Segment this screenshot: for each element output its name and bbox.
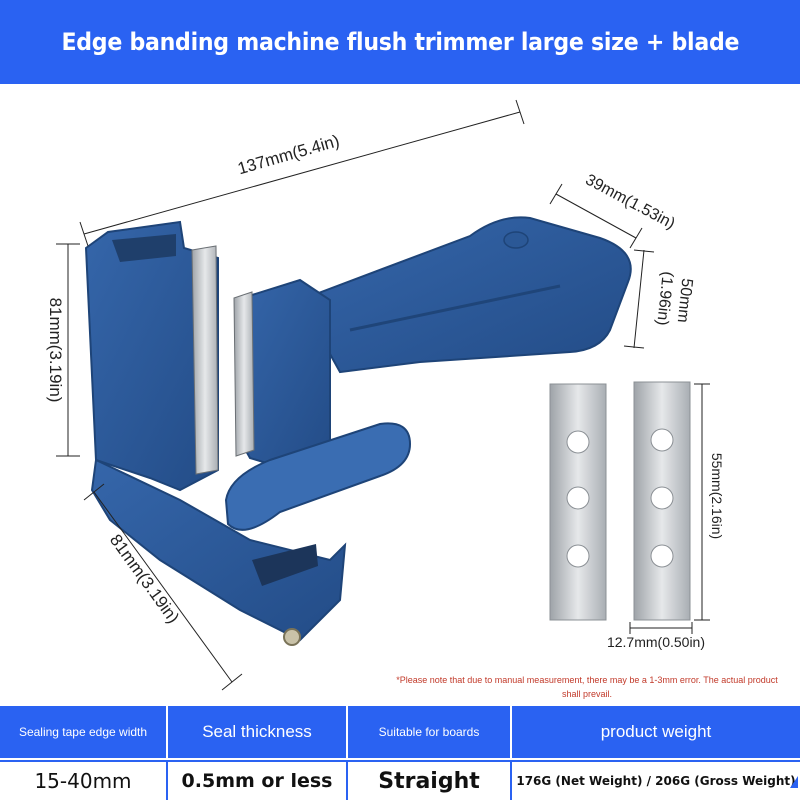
spec-header-weight: product weight bbox=[600, 722, 712, 741]
dimension-handle-height: 50mm (1.96in) bbox=[623, 249, 696, 349]
measurement-note: *Please note that due to manual measurem… bbox=[396, 675, 778, 699]
spec-header-thickness: Seal thickness bbox=[168, 706, 348, 758]
header-banner: Edge banding machine flush trimmer large… bbox=[0, 0, 800, 84]
dimension-length: 137mm(5.4in) bbox=[79, 99, 525, 247]
product-illustration: 137mm(5.4in) 81mm(3.19in) 81mm(3.19in) 3… bbox=[46, 99, 725, 691]
dim-height-label: 81mm(3.19in) bbox=[46, 298, 65, 403]
spare-blade-right bbox=[633, 381, 691, 621]
mounted-blade-left bbox=[191, 245, 219, 475]
spec-header-boards: Suitable for boards bbox=[348, 706, 512, 758]
spec-header-tape-width: Sealing tape edge width bbox=[0, 706, 168, 758]
mounted-blade-right bbox=[233, 291, 255, 457]
spec-value-tape-width: 15-40mm bbox=[0, 762, 168, 800]
dimension-blade-width: 12.7mm(0.50in) bbox=[607, 622, 705, 650]
dim-handle-height-in: (1.96in) bbox=[653, 271, 676, 327]
spec-value-row: 15-40mm 0.5mm or less Straight 176G (Net… bbox=[0, 760, 800, 800]
spec-header-row: Sealing tape edge width Seal thickness S… bbox=[0, 706, 800, 758]
spec-value-thickness: 0.5mm or less bbox=[168, 762, 348, 800]
spec-value-boards: Straight bbox=[348, 762, 512, 800]
page-title: Edge banding machine flush trimmer large… bbox=[61, 28, 739, 56]
dimension-height: 81mm(3.19in) bbox=[46, 243, 80, 457]
dim-blade-width-label: 12.7mm(0.50in) bbox=[607, 634, 705, 650]
product-figure: 137mm(5.4in) 81mm(3.19in) 81mm(3.19in) 3… bbox=[0, 84, 800, 706]
dim-length-label: 137mm(5.4in) bbox=[235, 131, 341, 178]
dim-handle-width-label: 39mm(1.53in) bbox=[583, 171, 678, 232]
trimmer-body bbox=[84, 216, 632, 646]
dimension-blade-length: 55mm(2.16in) bbox=[694, 383, 725, 621]
dim-blade-length-label: 55mm(2.16in) bbox=[709, 453, 725, 539]
spare-blade-left bbox=[549, 383, 607, 621]
spec-value-weight: 176G (Net Weight) / 206G (Gross Weight) bbox=[516, 774, 796, 788]
spec-table: Sealing tape edge width Seal thickness S… bbox=[0, 706, 800, 800]
cursor-arrow-icon bbox=[790, 776, 798, 788]
dim-handle-height-mm: 50mm bbox=[674, 277, 696, 323]
